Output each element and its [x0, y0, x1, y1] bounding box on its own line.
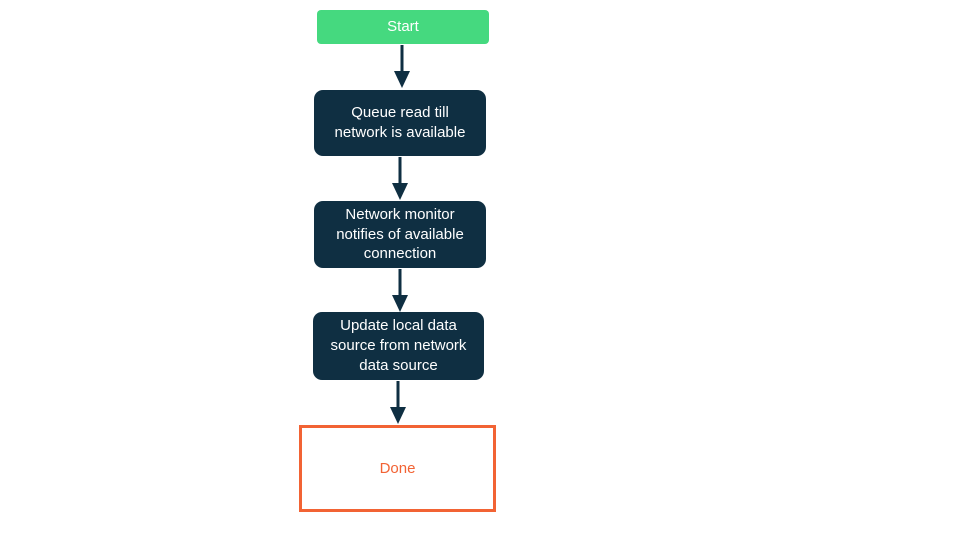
flow-edge-update-local-to-done: [390, 381, 406, 424]
arrowhead-down-icon: [394, 71, 410, 88]
flow-edge-network-monitor-to-update-local: [392, 269, 408, 312]
flow-node-start-label: Start: [387, 18, 419, 36]
flow-edge-queue-read-to-network-monitor: [392, 157, 408, 200]
flow-edge-start-to-queue-read: [394, 45, 410, 88]
flow-node-queue-read[interactable]: Queue read till network is available: [314, 90, 486, 156]
flow-node-network-monitor-label: Network monitor notifies of available co…: [336, 205, 464, 263]
flow-node-update-local-label: Update local data source from network da…: [330, 317, 467, 374]
flow-node-update-local[interactable]: Update local data source from network da…: [313, 312, 484, 380]
arrowhead-down-icon: [392, 295, 408, 312]
arrowhead-down-icon: [392, 183, 408, 200]
flow-node-start[interactable]: Start: [317, 10, 489, 44]
flow-node-done-label: Done: [379, 459, 416, 477]
arrowhead-down-icon: [390, 407, 406, 424]
flow-node-network-monitor[interactable]: Network monitor notifies of available co…: [314, 201, 486, 268]
flow-node-done[interactable]: Done: [299, 425, 496, 512]
flow-node-queue-read-label: Queue read till network is available: [334, 104, 466, 141]
